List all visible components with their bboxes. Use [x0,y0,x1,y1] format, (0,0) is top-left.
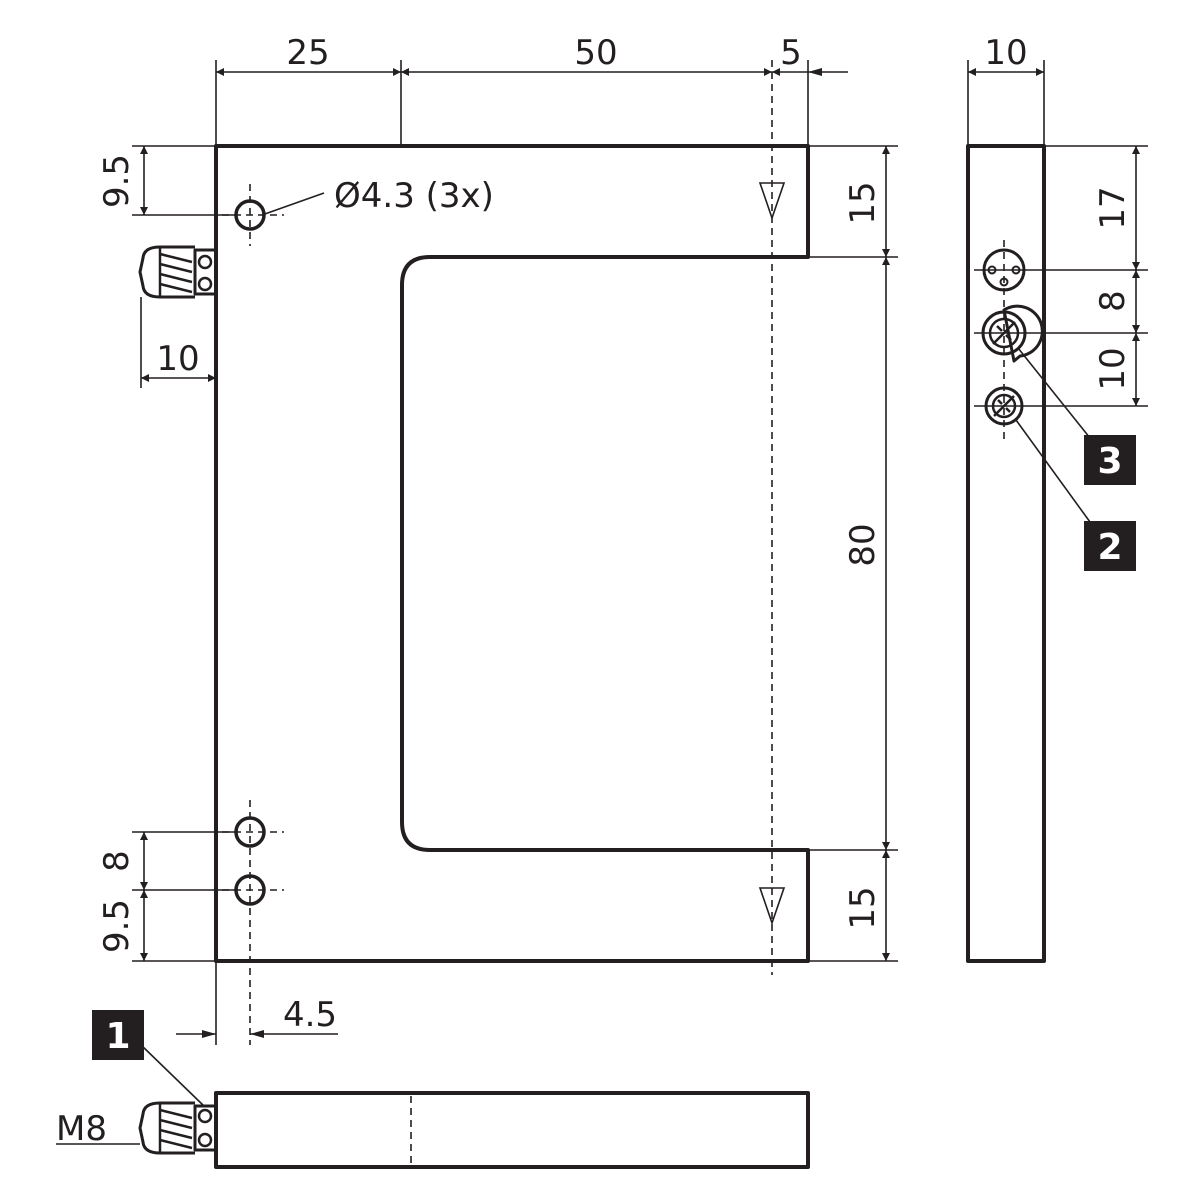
bottom-view: M8 1 [56,1010,810,1169]
callout-1: 1 [92,1010,144,1060]
thread-label: M8 [56,1109,107,1149]
emitter-triangle-icon [758,182,786,221]
dim-side-width-10: 10 [984,33,1027,73]
svg-text:3: 3 [1097,441,1122,482]
dim-bottom-4-5: 4.5 [283,995,337,1035]
dim-right-80: 80 [843,523,883,566]
dim-right-15-top: 15 [843,181,883,224]
dim-left-9-5-top: 9.5 [97,154,137,208]
dim-top-50: 50 [574,33,617,73]
dim-top-5: 5 [780,33,802,73]
dim-side-8: 8 [1093,290,1133,312]
dim-side-10: 10 [1093,347,1133,390]
dim-left-8: 8 [97,850,137,872]
m8-connector-bottom [138,1101,218,1155]
front-view: 25 50 5 9.5 Ø4.3 (3x) 10 8 9.5 4.5 [97,33,898,1045]
callout-2: 2 [1084,521,1136,571]
dim-left-9-5-bottom: 9.5 [97,899,137,953]
side-body-outline [966,144,1046,963]
receiver-triangle-icon [758,887,786,926]
svg-text:1: 1 [105,1016,130,1057]
hole-diameter-note: Ø4.3 (3x) [334,176,494,216]
dim-side-17: 17 [1093,186,1133,229]
dim-top-25: 25 [286,33,329,73]
dim-right-15-bottom: 15 [843,886,883,929]
callout-3: 3 [1084,435,1136,485]
side-view: 10 [966,33,1148,963]
dim-connector-10: 10 [156,339,199,379]
m8-connector-front [138,245,218,299]
fork-body-outline [214,144,810,963]
bottom-body-outline [214,1091,810,1169]
svg-text:2: 2 [1097,527,1122,568]
